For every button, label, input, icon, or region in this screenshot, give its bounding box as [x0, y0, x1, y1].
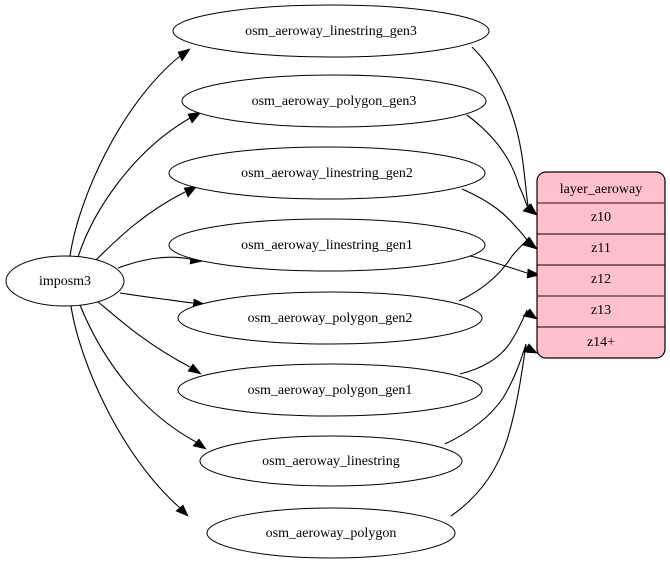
layer_aeroway-row-z10-label: z10 — [591, 210, 611, 225]
node-osm_aeroway_polygon-shape[interactable] — [206, 507, 456, 559]
node-osm_aeroway_polygon_gen3[interactable]: osm_aeroway_polygon_gen3 — [181, 74, 487, 128]
node-osm_aeroway_linestring_gen2-shape[interactable] — [168, 146, 486, 200]
node-osm_aeroway_polygon_gen2[interactable]: osm_aeroway_polygon_gen2 — [177, 291, 483, 345]
node-osm_aeroway_linestring_gen1[interactable]: osm_aeroway_linestring_gen1 — [168, 218, 486, 272]
edge-imposm3-to-osm_aeroway_polygon_gen2 — [119, 292, 207, 308]
edge-osm_aeroway_polygon_gen3-to-z10 — [466, 114, 538, 216]
node-layer_aeroway-table[interactable]: layer_aeroway z10 z11 z12 z13 z14+ — [536, 171, 666, 359]
node-osm_aeroway_polygon_gen1-label: osm_aeroway_polygon_gen1 — [248, 383, 413, 398]
edge-imposm3-to-osm_aeroway_polygon_gen1 — [96, 300, 202, 375]
edge-imposm3-to-osm_aeroway_polygon — [70, 305, 189, 517]
edge-imposm3-to-osm_aeroway_polygon_gen3 — [77, 111, 202, 258]
edge-osm_aeroway_polygon_gen1-to-z13 — [459, 308, 538, 375]
node-osm_aeroway_polygon_gen1-shape[interactable] — [177, 363, 483, 417]
node-osm_aeroway_linestring_gen3[interactable]: osm_aeroway_linestring_gen3 — [172, 4, 490, 58]
node-osm_aeroway_linestring_gen3-label: osm_aeroway_linestring_gen3 — [245, 24, 417, 39]
node-osm_aeroway_linestring_gen1-shape[interactable] — [168, 218, 486, 272]
node-imposm3-label: imposm3 — [39, 274, 91, 289]
node-osm_aeroway_polygon_gen2-label: osm_aeroway_polygon_gen2 — [248, 311, 413, 326]
node-osm_aeroway_polygon_gen3-label: osm_aeroway_polygon_gen3 — [252, 94, 417, 109]
layer_aeroway-row-z13-label: z13 — [591, 303, 611, 318]
edge-imposm3-to-osm_aeroway_linestring — [79, 304, 207, 450]
edge-osm_aeroway_linestring_gen3-to-z10 — [471, 46, 538, 216]
node-osm_aeroway_linestring_gen1-label: osm_aeroway_linestring_gen1 — [241, 238, 413, 253]
node-osm_aeroway_polygon_gen2-shape[interactable] — [177, 291, 483, 345]
node-osm_aeroway_linestring-label: osm_aeroway_linestring — [262, 454, 400, 469]
node-osm_aeroway_linestring_gen2[interactable]: osm_aeroway_linestring_gen2 — [168, 146, 486, 200]
edge-osm_aeroway_linestring_gen1-to-z12 — [469, 255, 541, 279]
node-osm_aeroway_linestring[interactable]: osm_aeroway_linestring — [199, 435, 463, 487]
node-osm_aeroway_polygon_gen1[interactable]: osm_aeroway_polygon_gen1 — [177, 363, 483, 417]
layer_aeroway-row-z12-label: z12 — [591, 272, 611, 287]
layer_aeroway-header-label: layer_aeroway — [560, 182, 642, 197]
edge-osm_aeroway_polygon-to-z14plus — [450, 343, 538, 517]
edge-osm_aeroway_polygon_gen2-to-z11 — [458, 236, 538, 302]
node-osm_aeroway_polygon-label: osm_aeroway_polygon — [266, 526, 397, 541]
edge-imposm3-to-osm_aeroway_linestring_gen3 — [69, 48, 191, 257]
node-osm_aeroway_linestring-shape[interactable] — [199, 435, 463, 487]
node-osm_aeroway_linestring_gen2-label: osm_aeroway_linestring_gen2 — [241, 166, 413, 181]
node-osm_aeroway_linestring_gen3-shape[interactable] — [172, 4, 490, 58]
edge-imposm3-to-osm_aeroway_linestring_gen2 — [94, 185, 198, 262]
layer_aeroway-row-z14plus-label: z14+ — [587, 335, 615, 350]
node-osm_aeroway_polygon_gen3-shape[interactable] — [181, 74, 487, 128]
layer_aeroway-row-z11-label: z11 — [591, 241, 611, 256]
edge-group-tables-to-layer — [444, 46, 541, 517]
node-osm_aeroway_polygon[interactable]: osm_aeroway_polygon — [206, 507, 456, 559]
node-imposm3[interactable]: imposm3 — [5, 255, 125, 307]
node-imposm3-shape[interactable] — [5, 255, 125, 307]
